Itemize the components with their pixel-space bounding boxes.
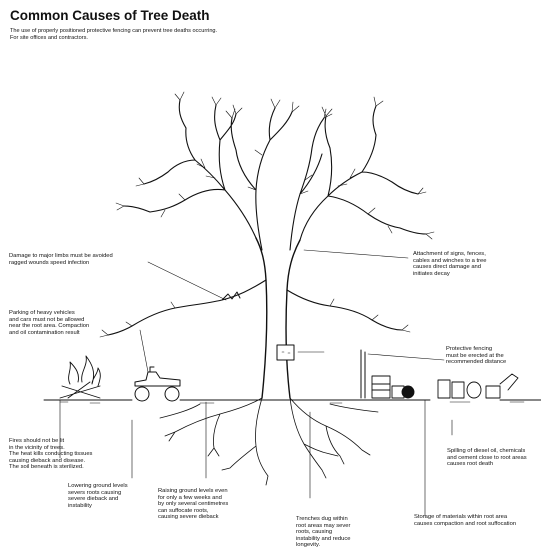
protective-fence [361, 350, 365, 398]
barrels-drawing [438, 374, 518, 398]
label-trenches: Trenches dug within root areas may sever… [296, 516, 350, 549]
fire-drawing [60, 356, 100, 398]
label-damage-limbs: Damage to major limbs must be avoided ra… [9, 253, 113, 266]
tree-trunk [256, 238, 300, 398]
tree-roots [160, 398, 378, 485]
label-attachment: Attachment of signs, fences, cables and … [413, 251, 486, 277]
label-fencing: Protective fencing must be erected at th… [446, 346, 506, 366]
vehicle-drawing [135, 367, 180, 401]
materials-drawing [372, 376, 414, 398]
label-fires: Fires should not be lit in the vicinity … [9, 438, 92, 471]
label-lowering: Lowering ground levels severs roots caus… [68, 483, 128, 509]
leader-lines [60, 250, 452, 516]
label-storage: Storage of materials within root area ca… [414, 514, 516, 527]
label-parking: Parking of heavy vehicles and cars must … [9, 310, 89, 336]
trunk-sign [277, 345, 294, 360]
label-diesel: Spilling of diesel oil, chemicals and ce… [447, 448, 527, 468]
label-raising: Raising ground levels even for only a fe… [158, 488, 228, 521]
